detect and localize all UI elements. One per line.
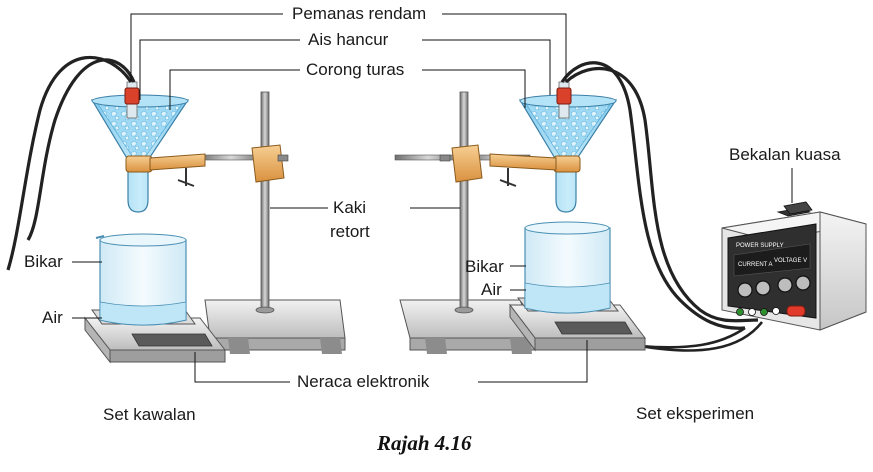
label-retort-stand-2: retort — [330, 222, 370, 241]
label-water-right: Air — [481, 280, 502, 299]
label-power-supply: Bekalan kuasa — [729, 145, 841, 164]
label-experiment-set: Set eksperimen — [636, 404, 755, 423]
label-control-set: Set kawalan — [103, 405, 196, 424]
label-crushed-ice: Ais hancur — [308, 30, 389, 49]
label-electronic-balance: Neraca elektronik — [297, 372, 430, 391]
label-filter-funnel: Corong turas — [306, 60, 405, 79]
immersion-heater-right — [556, 61, 764, 352]
power-supply: POWER SUPPLY CURRENT A VOLTAGE V — [721, 201, 867, 331]
beaker-right — [524, 221, 611, 314]
label-beaker-left: Bikar — [24, 252, 63, 271]
voltage-label: VOLTAGE V — [774, 258, 807, 264]
label-immersion-heater: Pemanas rendam — [292, 4, 427, 23]
current-label: CURRENT A — [738, 262, 773, 268]
label-beaker-right: Bikar — [465, 257, 504, 276]
figure-caption: Rajah 4.16 — [377, 431, 472, 455]
label-water-left: Air — [42, 308, 63, 327]
power-supply-brand: POWER SUPPLY — [736, 243, 784, 249]
beaker-left — [95, 233, 187, 326]
leader-lines — [72, 13, 793, 383]
retort-stand-left — [199, 91, 346, 354]
clamp-left — [125, 153, 206, 187]
label-retort-stand-1: Kaki — [333, 198, 367, 217]
filter-funnel-left — [90, 94, 190, 213]
immersion-heater-left — [6, 55, 140, 271]
clamp-right — [489, 153, 581, 187]
